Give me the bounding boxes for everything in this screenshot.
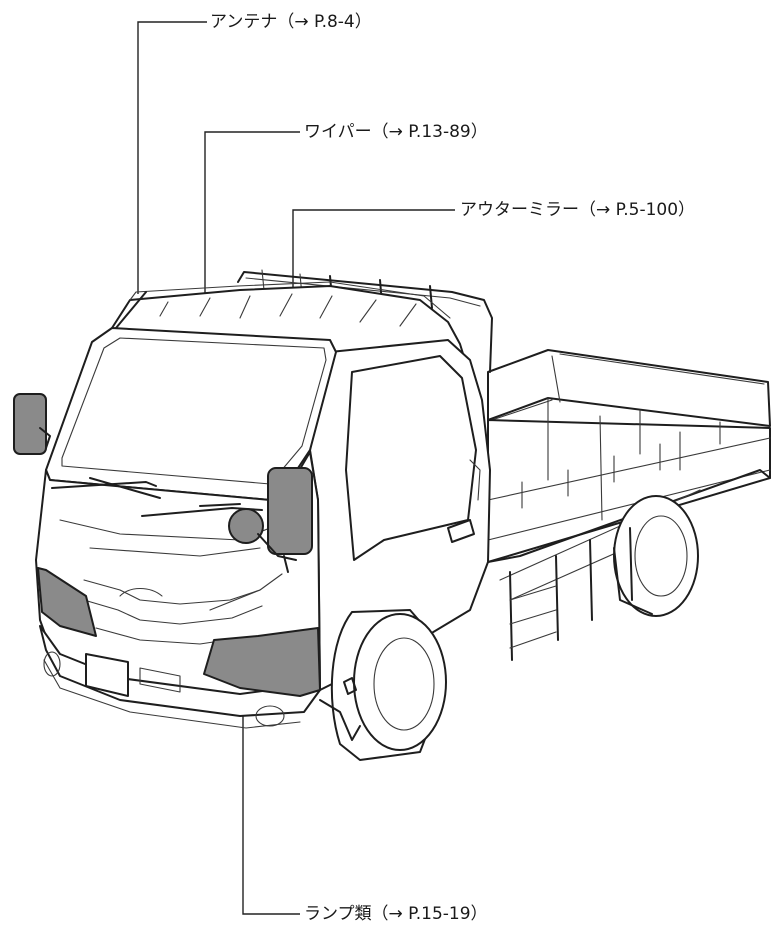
wiper-callout: ワイパー（→ P.13-89）	[304, 122, 488, 142]
outer-mirrors	[13, 393, 313, 573]
antenna-leader-line	[137, 21, 207, 294]
antenna-callout: アンテナ（→ P.8-4）	[210, 12, 372, 32]
outer-mirror-callout: アウターミラー（→ P.5-100）	[460, 200, 696, 220]
front-wheel	[319, 609, 447, 761]
lamps	[37, 567, 321, 697]
rear-wheel	[613, 495, 699, 617]
bed-ladder	[509, 527, 633, 661]
lamps-callout: ランプ類（→ P.15-19）	[304, 904, 488, 924]
antenna	[115, 291, 147, 329]
lamps-leader-line	[242, 660, 300, 915]
